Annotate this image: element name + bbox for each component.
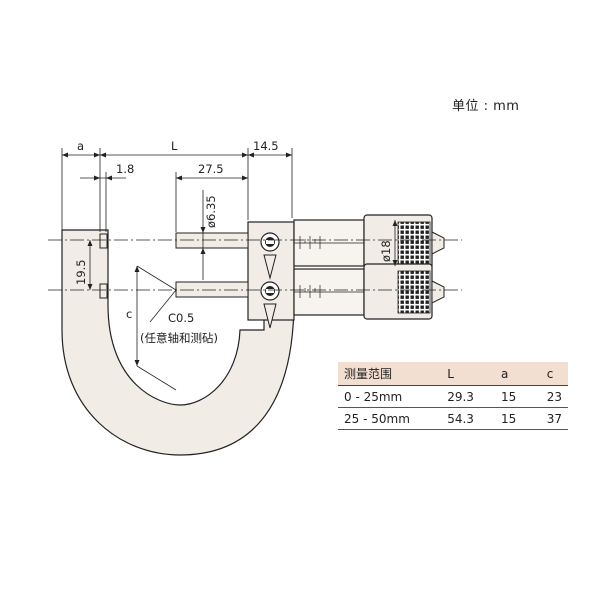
spec-table: 测量范围 L a c 0 - 25mm 29.3 15 23 25 - 50mm… [338,362,568,430]
spindle-upper [175,232,249,249]
chamfer-note: (任意轴和测砧) [140,331,218,345]
header-a: a [494,362,541,386]
cell-c: 23 [540,385,568,408]
spindle-lower [175,281,249,298]
cell-L: 54.3 [441,407,495,430]
sleeve-upper [293,219,365,267]
cell-a: 15 [494,385,541,408]
lock-clamp-lower [260,281,280,329]
cell-c: 37 [540,407,568,430]
dim-1-8: 1.8 [116,162,134,176]
arrowheads [62,152,398,366]
dim-27-5: 27.5 [198,162,224,176]
unit-label: 单位 : mm [452,99,520,114]
table-row: 0 - 25mm 29.3 15 23 [338,385,568,408]
sleeve-graduations [299,236,321,298]
dim-14-5: 14.5 [253,139,279,153]
table-row: 25 - 50mm 54.3 15 37 [338,407,568,430]
anvil-lower [99,283,108,299]
dim-19-5: 19.5 [74,259,88,285]
dim-a: a [77,139,84,153]
spec-table-header: 测量范围 L a c [338,362,568,386]
sleeve-lower [293,268,365,316]
dim-6-35: ø6.35 [204,195,218,228]
header-c: c [540,362,568,386]
cell-L: 29.3 [441,385,495,408]
cell-range: 25 - 50mm [338,407,442,430]
dim-c: c [126,307,132,321]
dim-18: ø18 [379,240,393,262]
cell-range: 0 - 25mm [338,385,442,408]
thimble-upper [363,214,445,271]
header-L: L [441,362,495,386]
chamfer-label: C0.5 [168,311,194,325]
anvil [99,233,108,249]
cell-a: 15 [494,407,541,430]
lock-clamp-upper [260,232,280,280]
header-range: 测量范围 [338,362,442,386]
thimble-lower [363,263,445,320]
center-lines [48,239,462,291]
dim-L: L [171,139,178,153]
